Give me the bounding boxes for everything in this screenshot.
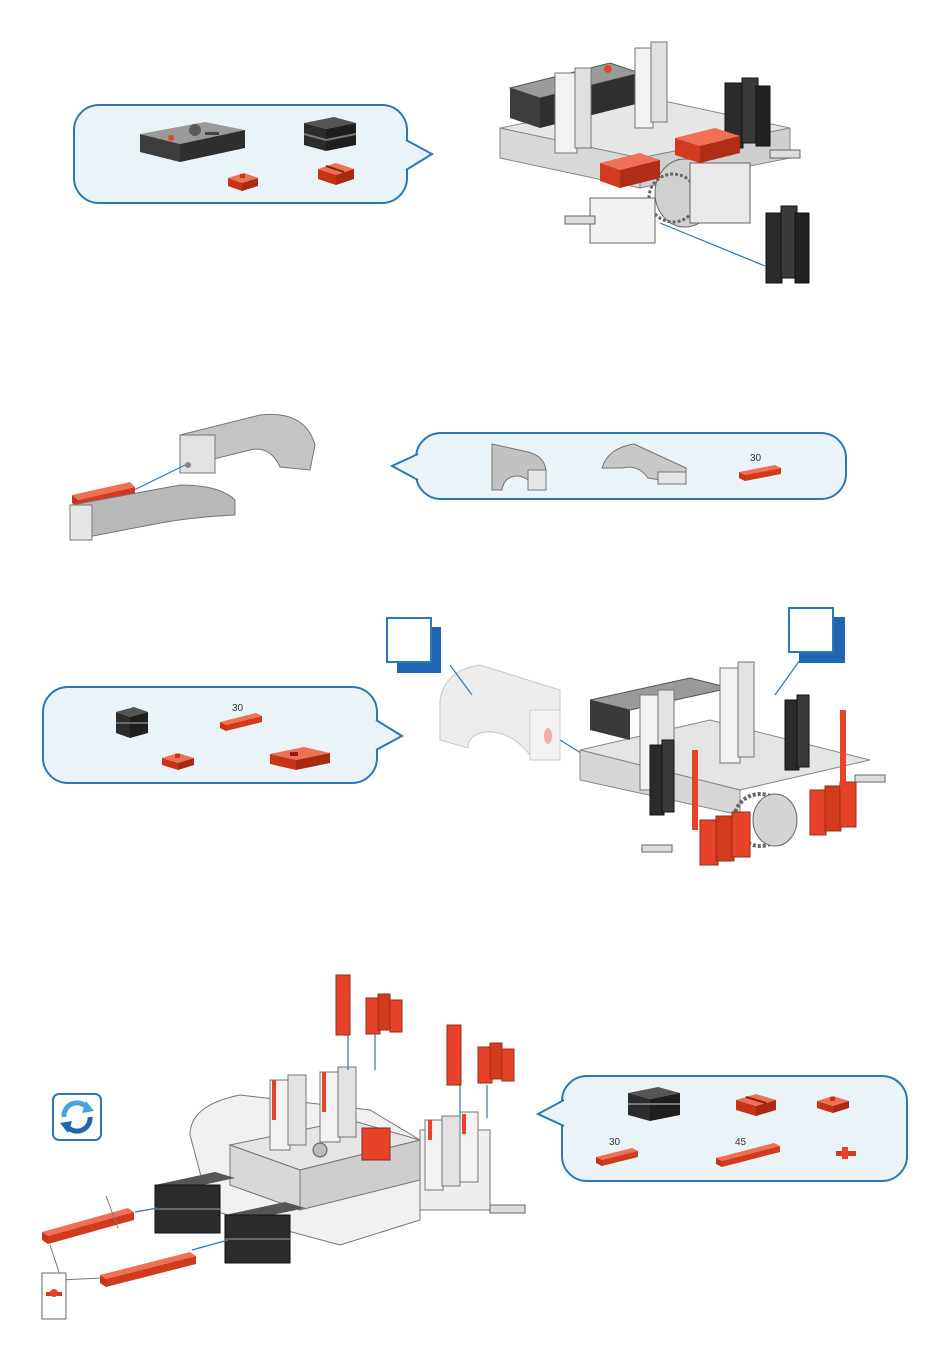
red-connector-part-step-4 [834,1145,860,1161]
step-1-assembly [490,38,830,288]
step-3-assembly [430,640,900,870]
red-strut-30-part-step-2 [737,462,783,484]
building-block-black-part [300,113,360,155]
grey-curved-panel-b-part [598,438,690,488]
red-strut-30-part-step-3 [218,710,264,734]
red-plate-small-part [226,170,260,194]
red-strut-30-part-step-4 [594,1145,640,1169]
red-clip-double-part-step-4 [734,1090,780,1120]
bubble-tail-step-1 [404,138,436,172]
red-strut-45-part-step-4 [714,1140,782,1170]
controller-block-part [135,112,250,167]
red-plate-small-part-step-3 [160,750,196,772]
bubble-tail-step-3 [374,718,406,752]
building-block-black-2-part [624,1083,684,1125]
red-plate-small-part-step-4 [815,1093,851,1115]
bubble-tail-step-2 [388,452,420,482]
step-badge-left [386,617,432,663]
step-4-assembly [40,970,530,1325]
building-block-black-part-step-3 [112,704,152,742]
bubble-tail-step-4 [534,1098,566,1128]
grey-curved-panel-a-part [488,438,550,494]
red-clip-double-part [316,160,356,188]
step-2-assembly [60,405,330,545]
red-building-block-part-step-3 [268,744,332,774]
